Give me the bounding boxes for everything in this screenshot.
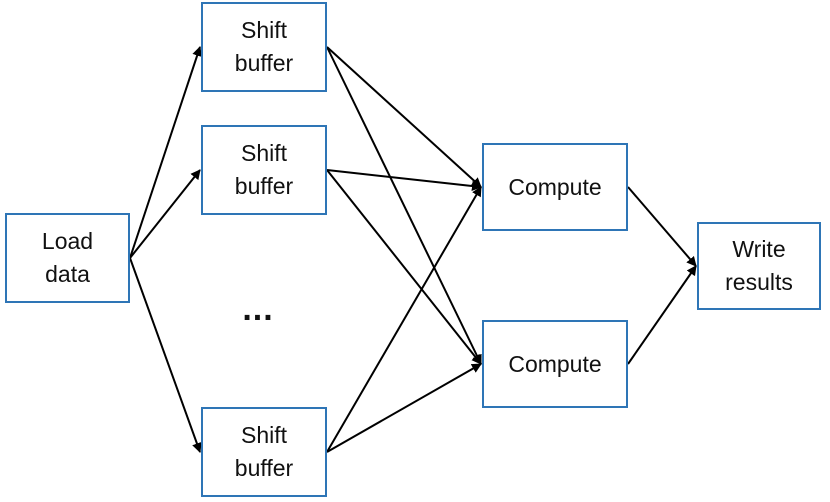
- edge-compute1-to-write: [627, 186, 697, 267]
- compute-label-1: Compute: [508, 173, 602, 200]
- shift-buffer-node-1: Shift buffer: [201, 2, 327, 92]
- edge-shift1-to-compute1: [326, 46, 482, 188]
- shift-buffer-node-2: Shift buffer: [201, 125, 327, 215]
- edge-load-to-shift1: [129, 46, 202, 259]
- compute-node-2: Compute: [482, 320, 628, 408]
- edge-shift1-to-compute2: [326, 46, 482, 365]
- edge-load-to-shift3: [129, 257, 202, 453]
- edge-compute2-to-write: [627, 265, 697, 365]
- write-results-node: Write results: [697, 222, 821, 310]
- compute-node-1: Compute: [482, 143, 628, 231]
- ellipsis-text: ...: [242, 290, 274, 328]
- compute-label-2: Compute: [508, 350, 602, 377]
- write-results-label: Write results: [725, 236, 793, 295]
- load-data-node: Load data: [5, 213, 130, 303]
- edge-shift3-to-compute1: [326, 186, 482, 453]
- shift-buffer-label-2: Shift buffer: [234, 140, 294, 199]
- edge-shift3-to-compute2: [326, 363, 482, 453]
- load-data-label: Load data: [41, 228, 94, 287]
- edge-shift2-to-compute2: [326, 169, 482, 365]
- edge-load-to-shift2: [129, 169, 201, 259]
- shift-buffer-label-3: Shift buffer: [234, 422, 294, 481]
- edge-shift2-to-compute1: [326, 169, 482, 191]
- shift-buffer-node-3: Shift buffer: [201, 407, 327, 497]
- shift-buffer-label-1: Shift buffer: [234, 17, 294, 76]
